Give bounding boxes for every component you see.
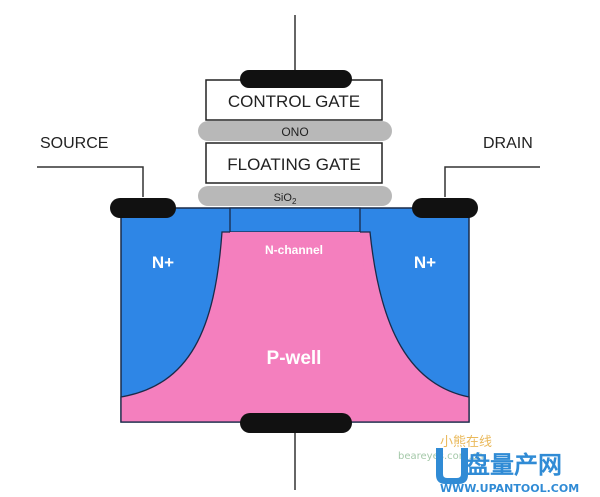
floating-gate-box xyxy=(205,142,383,184)
control-gate-label: CONTROL GATE xyxy=(228,92,360,111)
ono-layer xyxy=(198,121,392,141)
p-well-label: P-well xyxy=(267,348,322,369)
watermark-cn-small: 小熊在线 xyxy=(440,434,492,450)
n-plus-left-label: N+ xyxy=(152,253,174,272)
control-gate-contact xyxy=(240,70,352,88)
source-lead xyxy=(37,166,144,197)
watermark-brand-cn: 盘量产网 xyxy=(466,451,562,479)
drain-contact xyxy=(412,198,478,218)
drain-lead xyxy=(444,166,540,197)
channel-top-band xyxy=(229,207,361,233)
sio2-oxide-layer xyxy=(198,186,392,206)
source-label: SOURCE xyxy=(40,135,108,152)
n-channel-region xyxy=(225,232,365,275)
watermark-brand-url: WWW.UPANTOOL.COM xyxy=(440,482,579,495)
watermark: 小熊在线 beareyes.com.cn 盘量产网 WWW.UPANTOOL.C… xyxy=(398,434,579,495)
watermark-u-logo xyxy=(436,448,468,484)
drain-label: DRAIN xyxy=(483,135,533,152)
floating-gate-label: FLOATING GATE xyxy=(227,155,361,174)
p-well-region xyxy=(120,231,470,423)
sio2-label: SiO2 xyxy=(274,192,297,206)
n-plus-right-label: N+ xyxy=(414,253,436,272)
control-gate-box xyxy=(205,79,383,121)
source-contact xyxy=(110,198,176,218)
ono-label: ONO xyxy=(281,125,308,139)
n-channel-label: N-channel xyxy=(265,243,323,257)
substrate-contact xyxy=(240,413,352,433)
